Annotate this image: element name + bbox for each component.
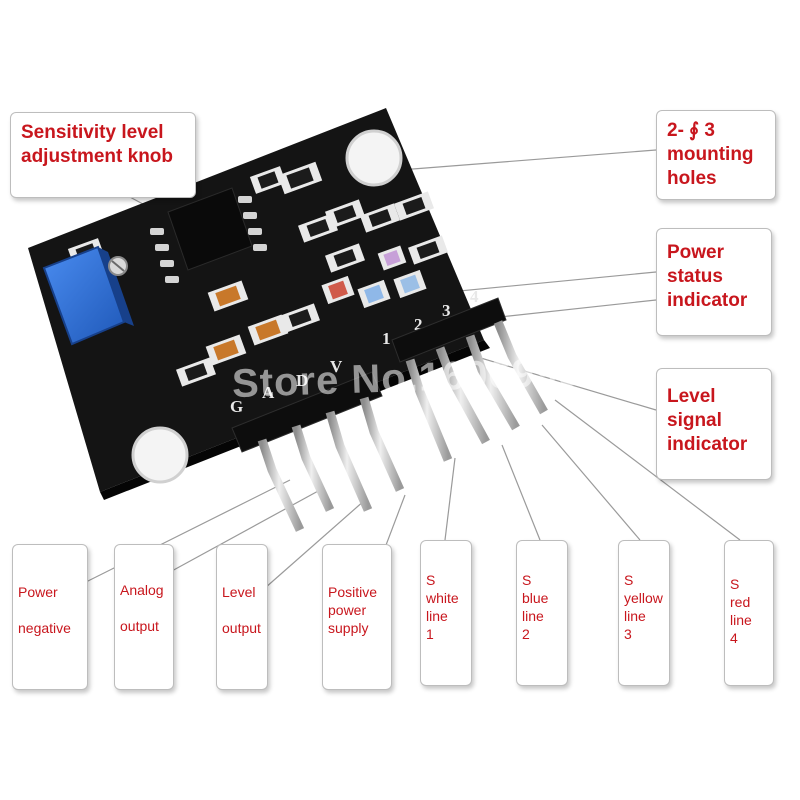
callout-level-output: Level output (216, 544, 268, 690)
leader-holes (399, 149, 657, 171)
callout-analog-output: Analog output (114, 544, 174, 690)
callout-s-red-line-4-text: S red line 4 (730, 576, 752, 646)
mounting-hole-bottom (131, 426, 189, 484)
silk-d: D (296, 371, 308, 390)
callout-s-blue-line-2-text: S blue line 2 (522, 572, 549, 642)
leader-pin3 (264, 499, 366, 589)
pin-4 (493, 320, 548, 415)
power-led (321, 275, 355, 305)
smd-capacitors (205, 280, 289, 366)
leader-pin5 (444, 457, 456, 541)
callout-level-output-text: Level output (222, 584, 261, 636)
callout-power-negative-text: Power negative (18, 584, 71, 636)
pin-a (291, 424, 335, 512)
header-silkscreen: G A D V 1 2 3 4 (230, 287, 479, 416)
silk-g: G (230, 397, 243, 416)
pin-g (257, 438, 305, 532)
callout-signal-indicator: Level signal indicator (656, 368, 772, 480)
silk-4: 4 (470, 287, 479, 306)
pcb-board: G A D V 1 2 3 4 (28, 108, 548, 532)
callout-power-indicator-text: Power status indicator (667, 242, 748, 311)
callout-s-red-line-4: S red line 4 (724, 540, 774, 686)
callout-signal-indicator-text: Level signal indicator (667, 386, 748, 455)
signal-led-3 (377, 245, 407, 271)
silk-a: A (262, 383, 275, 402)
callout-sensitivity-knob: Sensitivity level adjustment knob (10, 112, 196, 198)
pcb-body (28, 108, 484, 492)
callout-power-indicator: Power status indicator (656, 228, 772, 336)
callout-positive-supply-text: Positive power supply (328, 584, 378, 636)
sensitivity-potentiometer (42, 245, 134, 346)
callout-s-white-line-1: S white line 1 (420, 540, 472, 686)
leds (321, 245, 427, 309)
callout-s-yellow-line-3: S yellow line 3 (618, 540, 670, 686)
pin-1 (405, 358, 453, 462)
callout-analog-output-text: Analog output (120, 582, 164, 634)
callout-s-blue-line-2: S blue line 2 (516, 540, 568, 686)
pin-header (231, 297, 507, 453)
silk-2: 2 (414, 315, 423, 334)
pin-d (325, 410, 373, 512)
silk-3: 3 (442, 301, 451, 320)
callout-mounting-holes-text: 2- ∮ 3 mounting holes (667, 120, 754, 189)
op-amp-chip (150, 187, 267, 283)
leader-pin8 (554, 399, 741, 541)
pin-2 (435, 346, 490, 445)
callout-sensitivity-knob-text: Sensitivity level adjustment knob (21, 122, 174, 167)
header-pins (257, 320, 548, 532)
callout-positive-supply: Positive power supply (322, 544, 392, 690)
mounting-hole-top (345, 129, 403, 187)
leader-pin6 (501, 444, 541, 541)
pin-v (359, 396, 405, 492)
pin-3 (465, 334, 520, 431)
signal-led-2 (393, 269, 427, 299)
silk-v: V (330, 357, 343, 376)
silk-1: 1 (382, 329, 391, 348)
callout-s-yellow-line-3-text: S yellow line 3 (624, 572, 663, 642)
leader-pin2 (169, 489, 321, 573)
callout-s-white-line-1-text: S white line 1 (426, 572, 459, 642)
signal-led-1 (357, 279, 391, 309)
callout-power-negative: Power negative (12, 544, 88, 690)
callout-mounting-holes: 2- ∮ 3 mounting holes (656, 110, 776, 200)
leader-pin7 (541, 424, 641, 541)
